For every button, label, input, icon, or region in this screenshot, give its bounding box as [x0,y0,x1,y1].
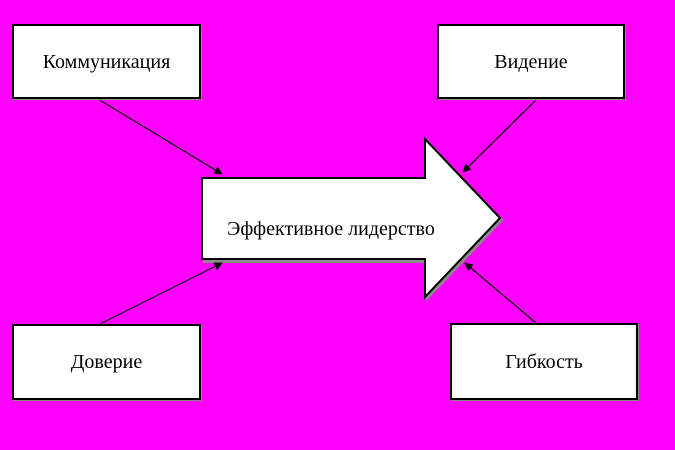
box-vision-label: Видение [494,50,568,73]
connector-trust [99,262,223,325]
box-flexibility-label: Гибкость [505,350,583,373]
box-vision: Видение [437,24,625,99]
effective-leadership-arrow-shape [201,136,502,300]
box-trust-label: Доверие [70,351,143,373]
box-communication: Коммуникация [12,24,201,99]
effective-leadership-label: Эффективное лидерство [227,218,435,240]
connector-communication [97,98,223,175]
box-trust: Доверие [12,324,201,400]
box-communication-label: Коммуникация [42,50,171,73]
connector-vision [462,98,538,173]
connector-flexibility [464,262,537,324]
box-flexibility: Гибкость [450,323,638,400]
